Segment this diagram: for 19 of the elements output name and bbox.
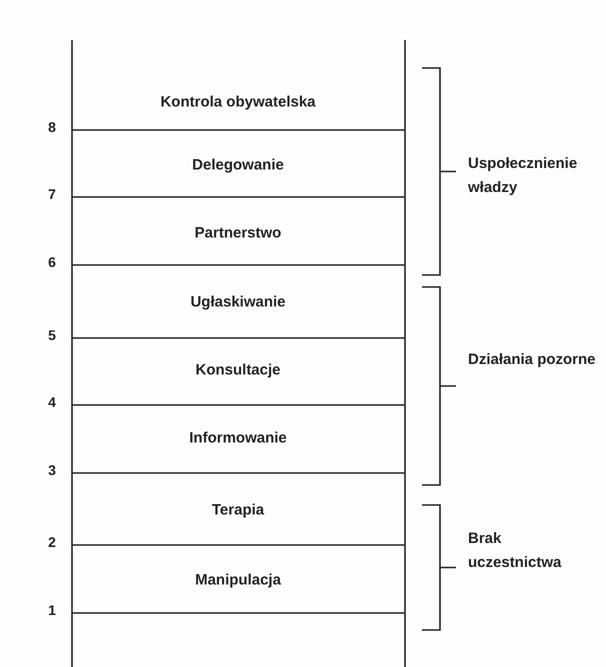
step-number: 6 [48,254,56,270]
step-number: 8 [48,119,56,135]
rung-label: Informowanie [189,430,287,446]
group-label: Brak uczestnictwa [468,529,562,573]
step-number: 1 [48,602,56,618]
step-number: 3 [48,462,56,478]
step-number: 7 [48,186,56,202]
rung-label: Ugłaskiwanie [190,294,286,310]
step-number: 2 [48,534,56,550]
step-number: 4 [48,394,56,410]
group-label: Działania pozorne [468,350,597,370]
group-label: Uspołecznienie władzy [468,154,578,198]
rung-label: Partnerstwo [194,224,282,242]
rung-label: Konsultacje [195,362,281,378]
rung-label: Delegowanie [192,156,284,174]
rung-label: Kontrola obywatelska [160,94,316,110]
rung-label: Terapia [212,502,264,518]
step-number: 5 [48,327,56,343]
rung-label: Manipulacja [195,572,281,588]
